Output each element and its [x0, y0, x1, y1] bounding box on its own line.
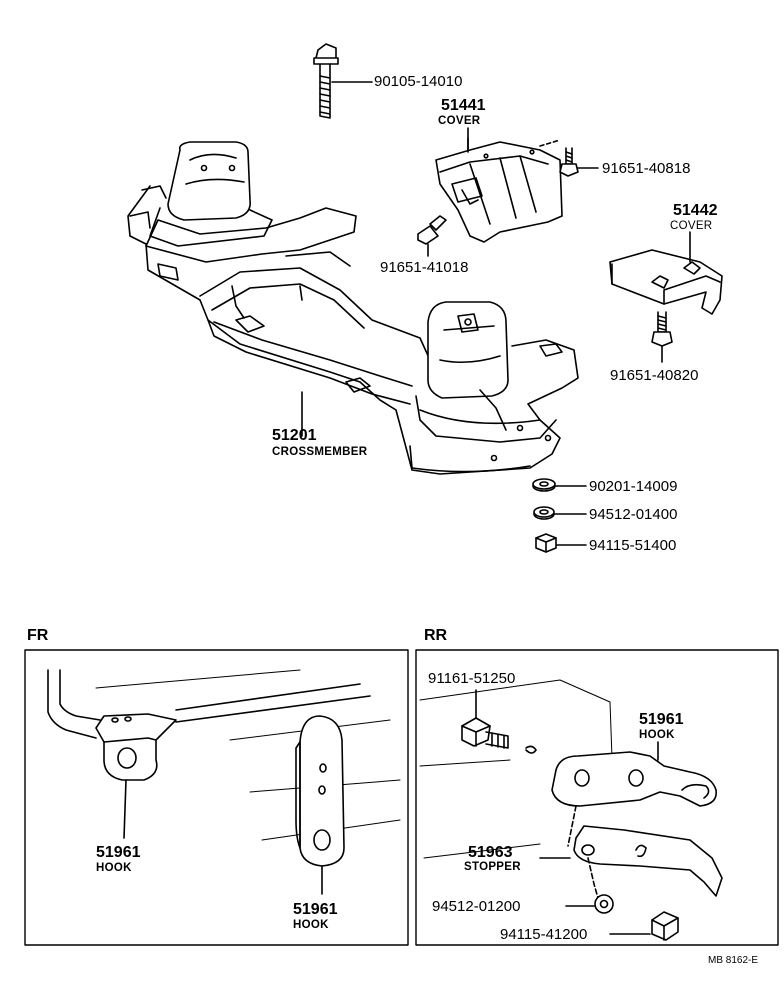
bolt-cover-left-drawing	[417, 215, 447, 257]
label-bolt-main: 90105-14010	[374, 73, 463, 90]
label-rr-washer: 94512-01200	[432, 898, 521, 915]
label-washer-lock: 94512-01400	[589, 506, 678, 523]
diagram-reference: MB 8162-E	[708, 955, 759, 966]
cover-51442-drawing	[609, 231, 723, 315]
label-nut-main: 94115-51400	[589, 537, 677, 554]
label-rr-nut: 94115-41200	[500, 926, 588, 943]
label-rr-stopper-name: STOPPER	[464, 861, 521, 873]
label-fr-hook-a-number: 51961	[96, 844, 141, 861]
bolt-cover-b-drawing	[651, 311, 673, 363]
label-washer-flat: 90201-14009	[589, 478, 678, 495]
rr-section-label: RR	[424, 627, 448, 644]
bolt-cover-a-drawing	[559, 147, 599, 177]
label-cover-a-name: COVER	[438, 115, 481, 127]
cover-51441-drawing	[435, 137, 563, 243]
washer-lock-drawing	[533, 506, 587, 520]
label-rr-bolt: 91161-51250	[428, 670, 516, 687]
label-fr-hook-a-name: HOOK	[96, 862, 132, 874]
label-bolt-cover-left: 91651-41018	[380, 259, 469, 276]
label-rr-hook-name: HOOK	[639, 729, 675, 741]
rr-panel-drawing	[415, 649, 779, 946]
label-crossmember-name: CROSSMEMBER	[272, 446, 368, 458]
fr-panel-drawing	[24, 649, 409, 946]
main-bolt-drawing	[313, 43, 373, 119]
fr-section-label: FR	[27, 627, 49, 644]
washer-flat-drawing	[532, 478, 587, 492]
label-fr-hook-b-number: 51961	[293, 901, 338, 918]
label-rr-hook-number: 51961	[639, 711, 684, 728]
label-cover-b-number: 51442	[673, 202, 718, 219]
nut-main-drawing	[535, 533, 587, 553]
label-cover-a-number: 51441	[441, 97, 486, 114]
label-fr-hook-b-name: HOOK	[293, 919, 329, 931]
label-bolt-cover-b: 91651-40820	[610, 367, 699, 384]
label-rr-stopper-number: 51963	[468, 844, 513, 861]
label-crossmember-number: 51201	[272, 427, 317, 444]
crossmember-drawing	[127, 141, 579, 475]
label-cover-b-name: COVER	[670, 220, 713, 232]
label-bolt-cover-a: 91651-40818	[602, 160, 691, 177]
